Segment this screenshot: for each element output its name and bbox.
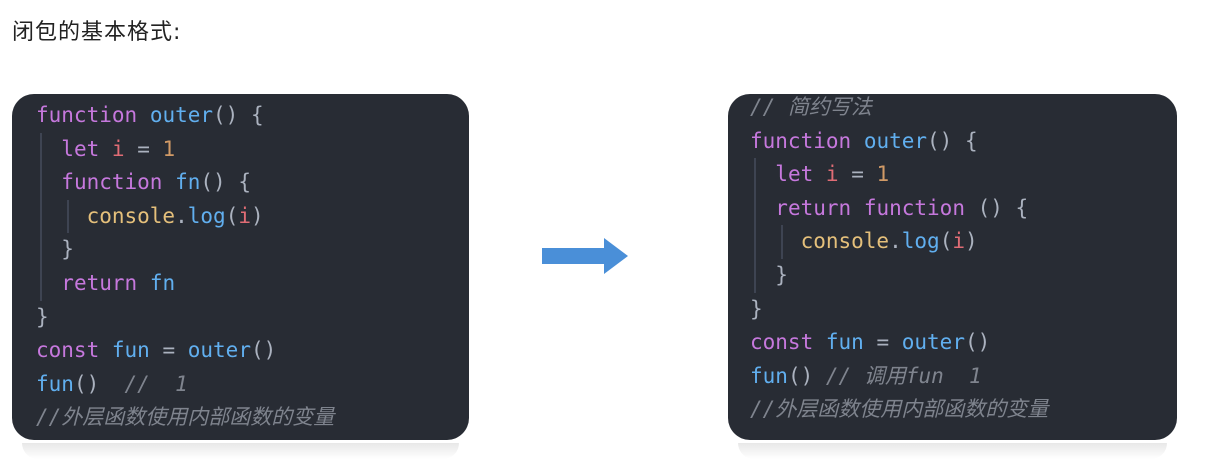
code-keyword: return bbox=[61, 270, 138, 295]
code-punct: ( bbox=[939, 229, 953, 254]
code-comment: //外层函数使用内部函数的变量 bbox=[750, 397, 1049, 422]
code-function-name: outer bbox=[863, 128, 928, 153]
code-comment: //外层函数使用内部函数的变量 bbox=[36, 405, 335, 430]
code-variable-name: fun bbox=[111, 338, 150, 363]
code-method: log bbox=[187, 203, 226, 228]
code-line: let i = 1 bbox=[750, 158, 1177, 192]
code-punct: () { bbox=[964, 195, 1029, 220]
code-block-left: function outer() { let i = 1 function fn… bbox=[12, 94, 469, 440]
code-method: log bbox=[901, 229, 940, 254]
code-line: console.log(i) bbox=[36, 199, 469, 234]
code-punct: () bbox=[787, 363, 814, 388]
indent-guide bbox=[40, 166, 42, 200]
code-keyword: return bbox=[775, 195, 852, 220]
code-line: function outer() { bbox=[750, 125, 1177, 159]
code-variable: i bbox=[825, 162, 839, 187]
code-line: return fn bbox=[36, 266, 469, 301]
code-brace: } bbox=[61, 237, 74, 262]
code-operator: = bbox=[838, 162, 877, 187]
page-title: 闭包的基本格式: bbox=[12, 20, 182, 45]
code-number: 1 bbox=[162, 136, 176, 161]
card-reflection bbox=[22, 443, 459, 459]
code-variable: i bbox=[952, 229, 965, 254]
code-line: //外层函数使用内部函数的变量 bbox=[750, 393, 1177, 427]
code-line: } bbox=[36, 233, 469, 267]
indent-guide bbox=[40, 233, 42, 267]
code-line: fun() // 调用fun 1 bbox=[750, 360, 1177, 394]
indent-guide bbox=[754, 225, 756, 259]
code-line: //外层函数使用内部函数的变量 bbox=[36, 401, 469, 435]
code-function-name: fn bbox=[175, 170, 201, 195]
code-punct: () bbox=[73, 371, 100, 396]
code-variable-name: fun bbox=[825, 330, 864, 355]
code-object: console bbox=[86, 203, 176, 228]
code-line: console.log(i) bbox=[750, 225, 1177, 259]
code-comment: // 简约写法 bbox=[750, 95, 872, 119]
code-line: } bbox=[750, 293, 1177, 327]
code-brace: } bbox=[775, 262, 788, 287]
code-line: } bbox=[36, 301, 469, 335]
code-punct: ( bbox=[225, 203, 239, 228]
code-function-call: outer bbox=[901, 330, 965, 355]
code-comment: // 调用fun 1 bbox=[825, 363, 982, 388]
code-brace: } bbox=[36, 304, 49, 329]
code-object: console bbox=[800, 229, 890, 254]
code-keyword: let bbox=[61, 136, 100, 161]
indent-guide bbox=[67, 199, 69, 234]
code-keyword: const bbox=[36, 338, 100, 363]
code-punct: () { bbox=[213, 103, 264, 127]
code-line: return function () { bbox=[750, 191, 1177, 226]
code-function-call: fun bbox=[36, 371, 74, 396]
code-punct: () { bbox=[200, 170, 251, 195]
code-function-name: outer bbox=[149, 103, 214, 127]
code-line: // 简约写法 bbox=[750, 94, 1177, 125]
code-punct: . bbox=[175, 203, 188, 228]
code-punct: ) bbox=[965, 229, 978, 254]
code-punct: ) bbox=[251, 203, 264, 228]
code-brace: } bbox=[750, 296, 763, 321]
code-line: function fn() { bbox=[36, 166, 469, 200]
code-keyword: const bbox=[750, 330, 814, 355]
code-keyword: let bbox=[775, 162, 814, 187]
code-keyword: function bbox=[863, 195, 965, 220]
code-line: fun() // 1 bbox=[36, 368, 469, 402]
code-punct: () { bbox=[927, 128, 978, 153]
indent-guide bbox=[40, 266, 42, 301]
code-keyword: function bbox=[36, 103, 138, 127]
code-line: let i = 1 bbox=[36, 132, 469, 167]
code-line: const fun = outer() bbox=[36, 334, 469, 368]
code-variable: i bbox=[238, 203, 251, 228]
code-comment: // 1 bbox=[124, 371, 188, 396]
code-function-call: outer bbox=[187, 338, 251, 363]
code-line: function outer() { bbox=[36, 99, 469, 133]
code-operator: = bbox=[149, 338, 188, 363]
indent-guide bbox=[40, 199, 42, 234]
code-operator: = bbox=[863, 330, 902, 355]
indent-guide bbox=[781, 225, 783, 259]
code-punct: . bbox=[889, 229, 902, 254]
code-variable: i bbox=[111, 136, 125, 161]
right-arrow-icon bbox=[542, 238, 628, 274]
indent-guide bbox=[40, 132, 42, 167]
code-line: const fun = outer() bbox=[750, 326, 1177, 360]
code-block-right: // 简约写法 function outer() { let i = 1 ret… bbox=[728, 94, 1177, 440]
code-line: } bbox=[750, 258, 1177, 293]
card-reflection bbox=[738, 443, 1167, 459]
indent-guide bbox=[754, 158, 756, 192]
code-function-name: fn bbox=[149, 270, 176, 295]
indent-guide bbox=[754, 258, 756, 293]
code-punct: () bbox=[964, 330, 991, 355]
indent-guide bbox=[754, 191, 756, 226]
code-number: 1 bbox=[876, 162, 890, 187]
code-function-call: fun bbox=[750, 363, 788, 388]
code-keyword: function bbox=[61, 170, 163, 195]
code-keyword: function bbox=[750, 128, 852, 153]
code-punct: () bbox=[250, 338, 277, 363]
code-operator: = bbox=[124, 136, 163, 161]
